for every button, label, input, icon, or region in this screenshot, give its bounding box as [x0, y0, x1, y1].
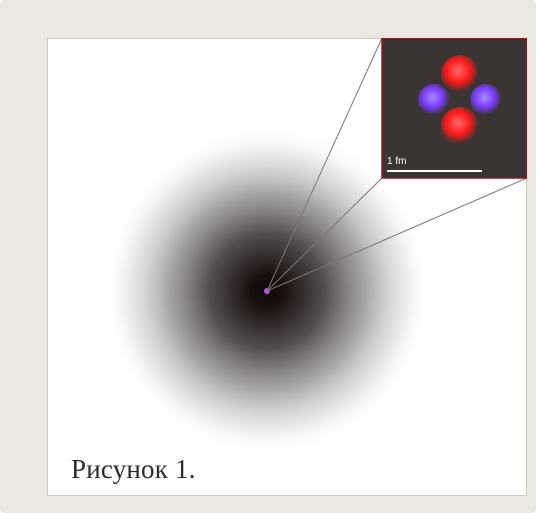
neutron-left	[418, 84, 450, 116]
atom-figure: 1 fm	[47, 38, 527, 496]
proton-top	[441, 55, 479, 93]
neutron-right	[470, 84, 502, 116]
figure-caption: Рисунок 1.	[71, 454, 196, 485]
scale-label: 1 fm	[387, 156, 406, 167]
figure-canvas: 1 fm Рисунок 1.	[47, 38, 527, 496]
zoom-inset: 1 fm	[382, 38, 527, 178]
proton-bottom	[441, 107, 479, 145]
